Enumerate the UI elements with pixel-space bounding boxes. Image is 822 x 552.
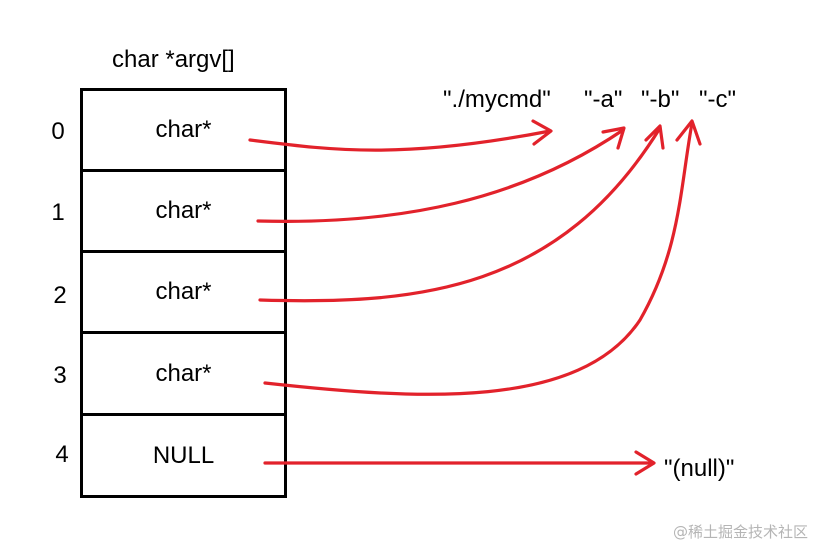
arrow-3-to-c — [263, 121, 694, 396]
string-a: "-a" — [584, 86, 623, 113]
string-null: "(null)" — [664, 455, 735, 482]
arrowhead-null — [634, 450, 656, 476]
arrowhead-c — [675, 119, 702, 146]
cell-divider — [83, 413, 284, 416]
index-label-0: 0 — [51, 118, 65, 145]
watermark: @稀土掘金技术社区 — [672, 523, 808, 541]
cell-divider — [83, 169, 284, 172]
cell-divider — [83, 250, 284, 253]
argv-array-table: char* char* char* char* NULL — [80, 88, 287, 498]
cell-divider — [83, 331, 284, 334]
arrowhead-mycmd — [531, 119, 553, 146]
arrowhead-b — [644, 124, 665, 150]
index-label-3: 3 — [53, 362, 67, 389]
index-label-2: 2 — [53, 282, 67, 309]
index-label-1: 1 — [51, 199, 65, 226]
argv-cell-1: char* — [155, 197, 212, 224]
arrow-0-to-mycmd — [248, 129, 552, 152]
argv-cell-2: char* — [155, 278, 212, 305]
arrow-2-to-b — [258, 126, 662, 303]
string-mycmd: "./mycmd" — [443, 86, 551, 113]
arrowhead-a — [601, 126, 626, 150]
arrow-1-to-a — [256, 128, 625, 223]
index-label-4: 4 — [55, 441, 69, 468]
string-c: "-c" — [699, 86, 737, 113]
argv-cell-3: char* — [155, 359, 212, 387]
argv-cell-0: char* — [155, 116, 212, 143]
string-b: "-b" — [641, 86, 680, 113]
argv-title: char *argv[] — [112, 46, 235, 73]
argv-cell-4: NULL — [152, 441, 215, 469]
